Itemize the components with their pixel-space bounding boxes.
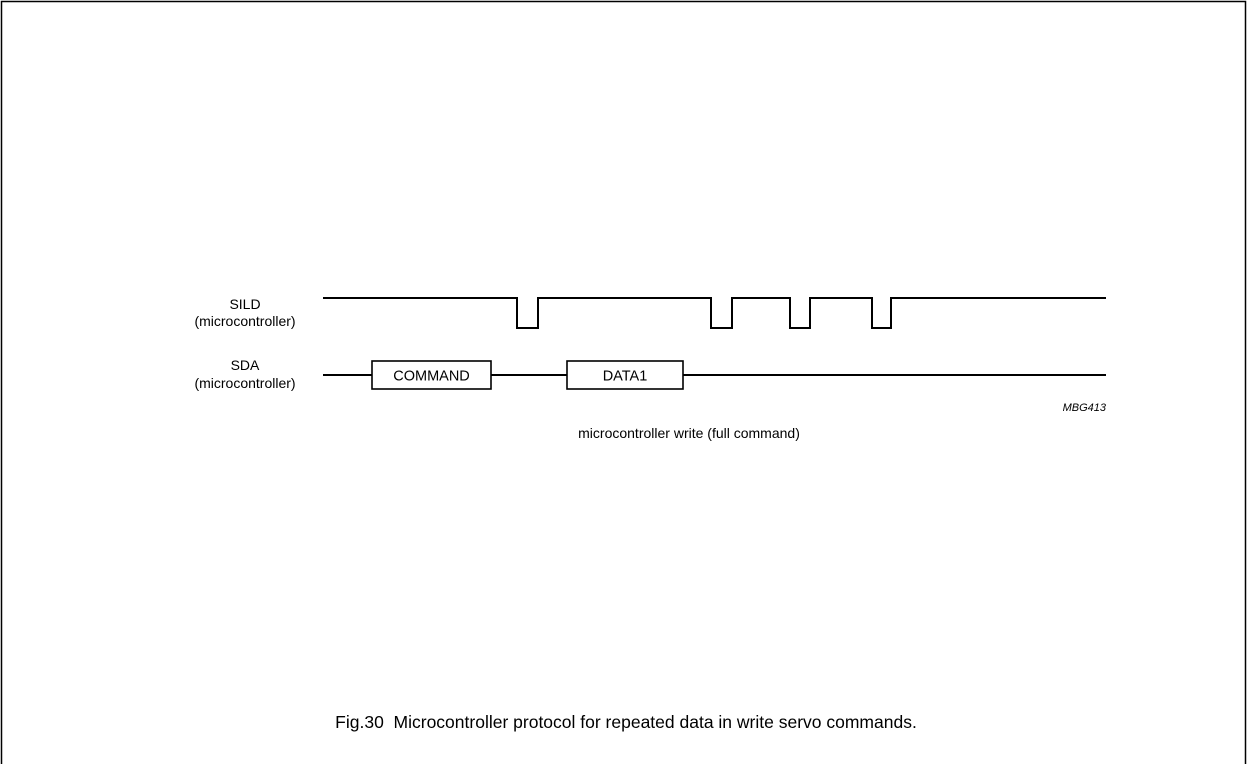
figure-caption: Fig.30 Microcontroller protocol for repe…	[335, 712, 917, 732]
sda-signal-source: (microcontroller)	[194, 375, 295, 391]
sda-command-field	[371, 360, 492, 390]
sda-data1-field	[566, 360, 684, 390]
sild-waveform	[323, 297, 1106, 329]
sda-signal-name: SDA	[231, 357, 260, 373]
diagram-subtitle: microcontroller write (full command)	[578, 425, 800, 441]
sild-signal-source: (microcontroller)	[194, 313, 295, 329]
figure-code: MBG413	[1063, 402, 1107, 414]
sda-data1-label: DATA1	[603, 369, 648, 385]
sild-signal-name: SILD	[229, 296, 260, 312]
sda-command-label: COMMAND	[393, 369, 470, 385]
